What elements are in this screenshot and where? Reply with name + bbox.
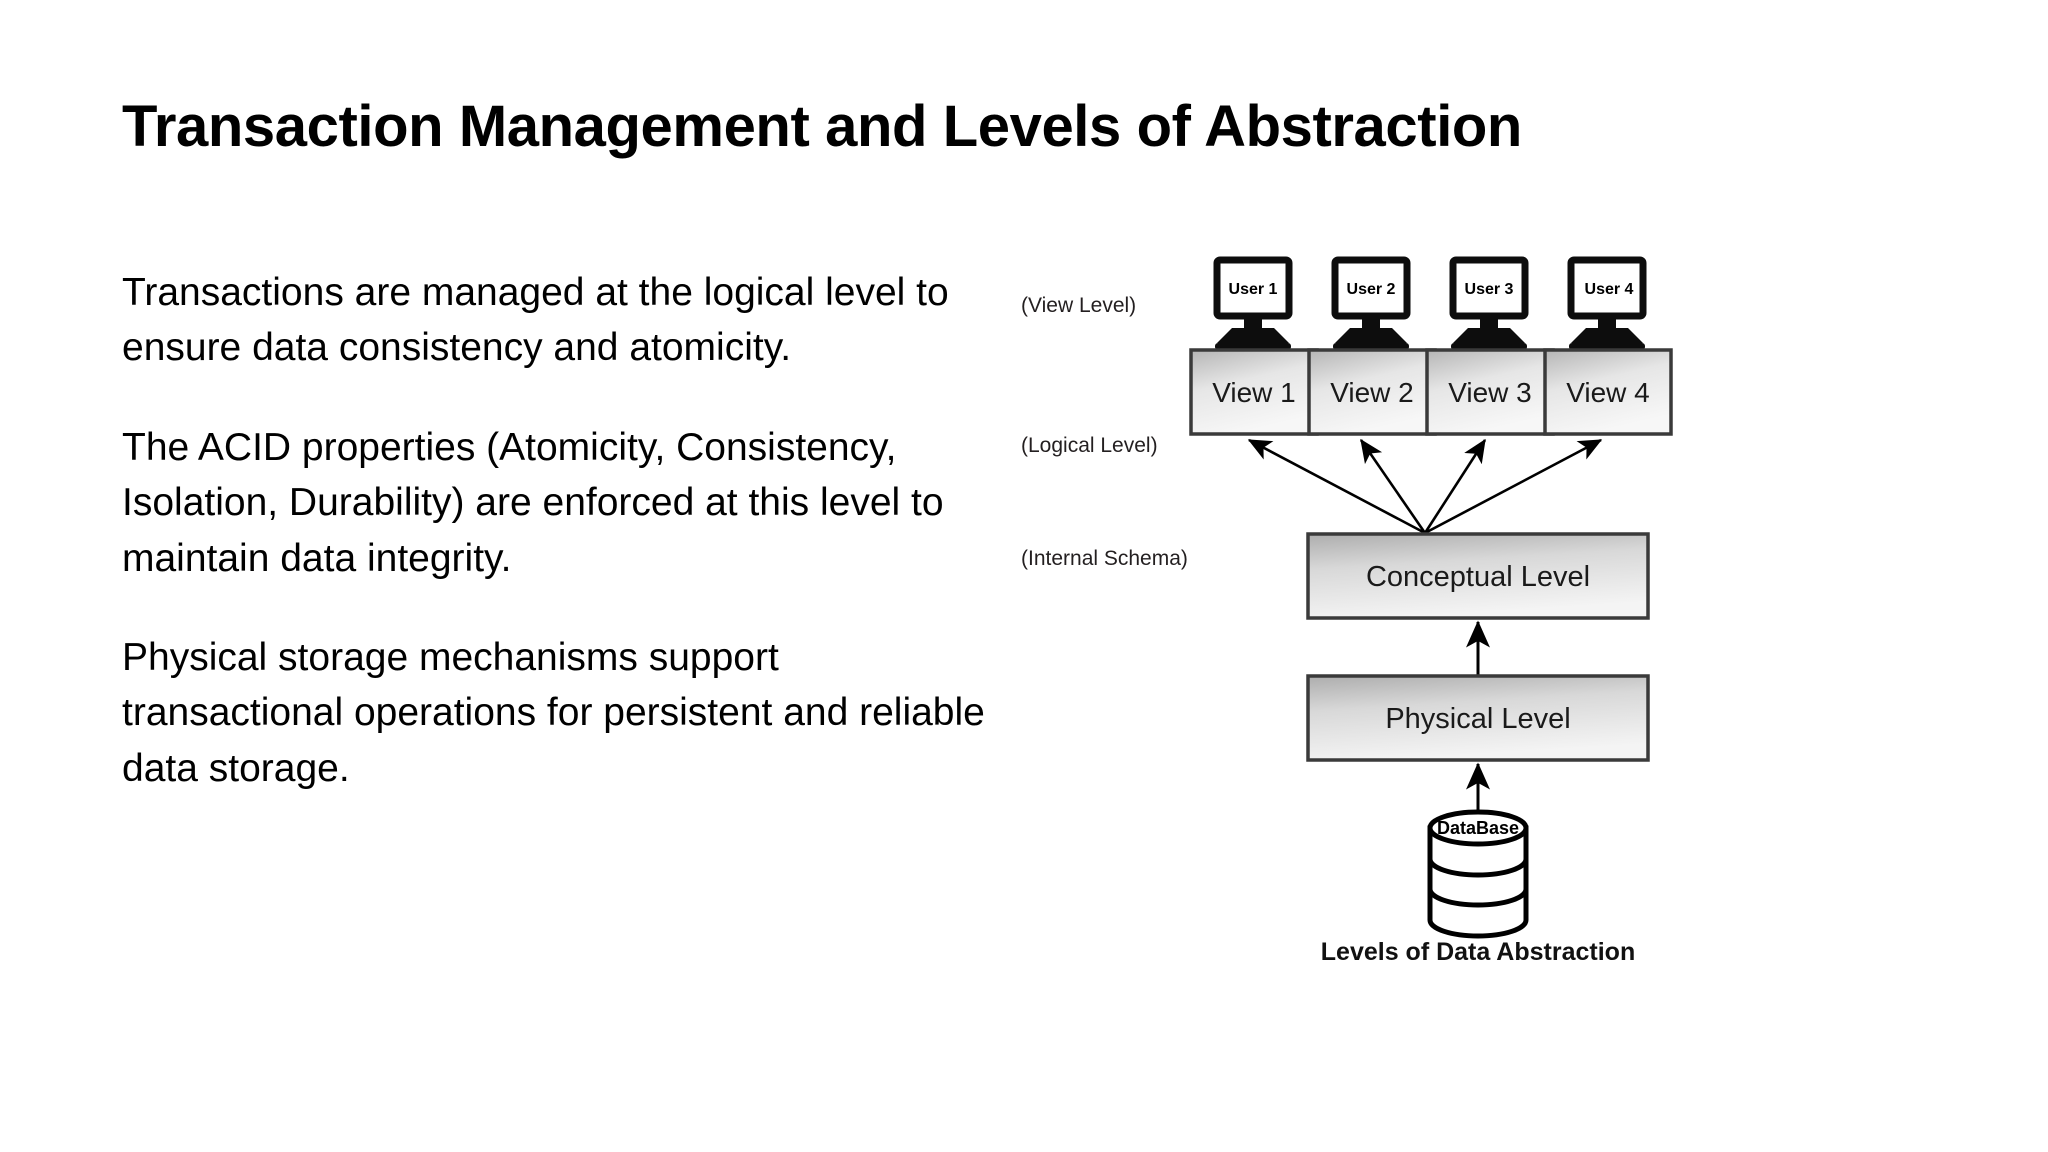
conceptual-to-views-arrows — [1247, 438, 1603, 535]
page-title: Transaction Management and Levels of Abs… — [122, 94, 1522, 159]
user-monitor-4: User 4 — [1567, 256, 1647, 350]
user-monitor-label-4: User 4 — [1585, 281, 1634, 298]
user-monitor-label-1: User 1 — [1229, 281, 1278, 298]
logical-level-label: (Logical Level) — [1021, 434, 1158, 457]
view-box-2: View 2 — [1307, 348, 1437, 436]
body-paragraph-2: The ACID properties (Atomicity, Consiste… — [122, 425, 944, 580]
user-monitor-label-3: User 3 — [1465, 281, 1514, 298]
view-box-label-3: View 3 — [1448, 377, 1532, 408]
user-monitor-2: User 2 — [1331, 256, 1411, 350]
view-level-label: (View Level) — [1021, 294, 1136, 317]
view-box-1: View 1 — [1189, 348, 1319, 436]
view-box-label-2: View 2 — [1330, 377, 1414, 408]
internal-schema-label: (Internal Schema) — [1021, 547, 1188, 570]
view-box-label-4: View 4 — [1566, 377, 1650, 408]
body-paragraph-3: Physical storage mechanisms support tran… — [122, 635, 985, 790]
user-monitor-1: User 1 — [1213, 256, 1293, 350]
view-box-label-1: View 1 — [1212, 377, 1296, 408]
database-label: DataBase — [1437, 818, 1519, 838]
conceptual-level-label: Conceptual Level — [1366, 561, 1590, 593]
user-monitor-label-2: User 2 — [1347, 281, 1396, 298]
view-box-3: View 3 — [1425, 348, 1555, 436]
physical-level-box: Physical Level — [1306, 674, 1650, 762]
diagram-caption: Levels of Data Abstraction — [1321, 938, 1635, 966]
levels-of-data-abstraction-diagram: User 1 User 2 User 3 User 4 (View Level)… — [1005, 248, 1855, 988]
physical-level-label: Physical Level — [1385, 703, 1570, 735]
body-text-column: Transactions are managed at the logical … — [122, 265, 1002, 796]
database-cylinder-icon: DataBase — [1427, 809, 1529, 939]
user-monitor-3: User 3 — [1449, 256, 1529, 350]
view-box-4: View 4 — [1543, 348, 1673, 436]
conceptual-level-box: Conceptual Level — [1306, 532, 1650, 620]
body-paragraph-1: Transactions are managed at the logical … — [122, 271, 949, 370]
